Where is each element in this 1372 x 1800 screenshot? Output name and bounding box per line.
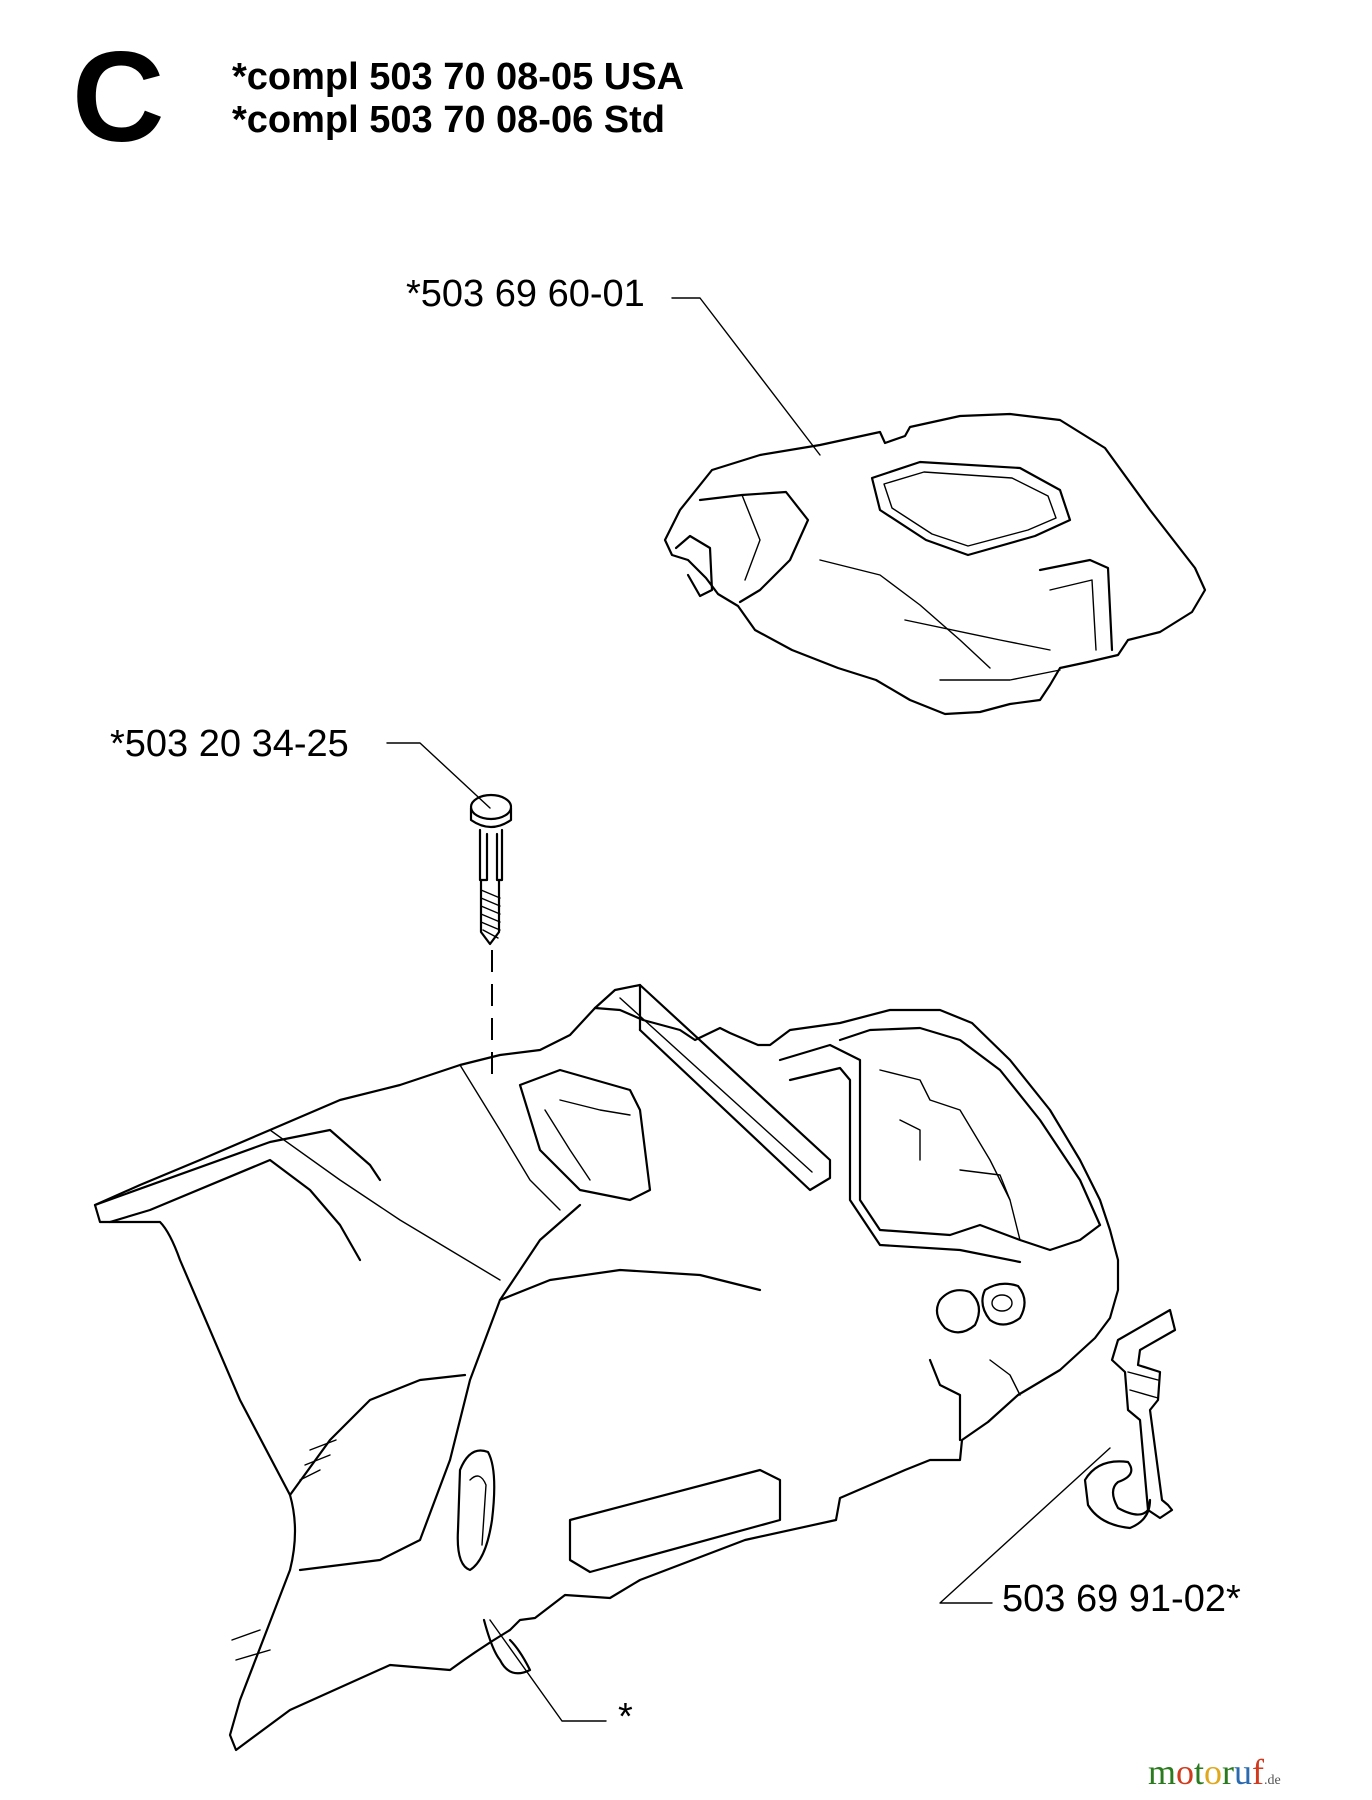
callout-clip-part-number: 503 69 91-02* [1002,1578,1241,1620]
leader-line-cylinder-cover [671,297,821,456]
clip-part [1083,1308,1177,1530]
screw-part [469,793,513,1080]
callout-screw-part-number: *503 20 34-25 [110,723,349,765]
assembly-part-number-usa: *compl 503 70 08-05 USA [232,56,685,98]
main-cover-part [93,983,1120,1752]
watermark-letter: o [1176,1752,1195,1792]
callout-cylinder-cover-part-number: *503 69 60-01 [406,273,645,315]
motoruf-watermark-logo: motoruf.de [1148,1754,1281,1790]
section-letter: C [72,26,165,169]
leader-line-star [489,1619,607,1722]
watermark-letter: m [1148,1752,1177,1792]
assembly-part-number-std: *compl 503 70 08-06 Std [232,99,665,141]
leader-line-clip [939,1447,1111,1604]
watermark-suffix: .de [1264,1773,1281,1788]
watermark-letter: u [1234,1752,1253,1792]
watermark-letter: f [1252,1752,1265,1792]
watermark-letter: t [1194,1752,1205,1792]
leader-line-screw [386,742,491,809]
watermark-letter: o [1204,1752,1223,1792]
watermark-letter: r [1222,1752,1235,1792]
cylinder-cover-part [663,412,1207,716]
callout-asterisk: * [618,1696,633,1738]
